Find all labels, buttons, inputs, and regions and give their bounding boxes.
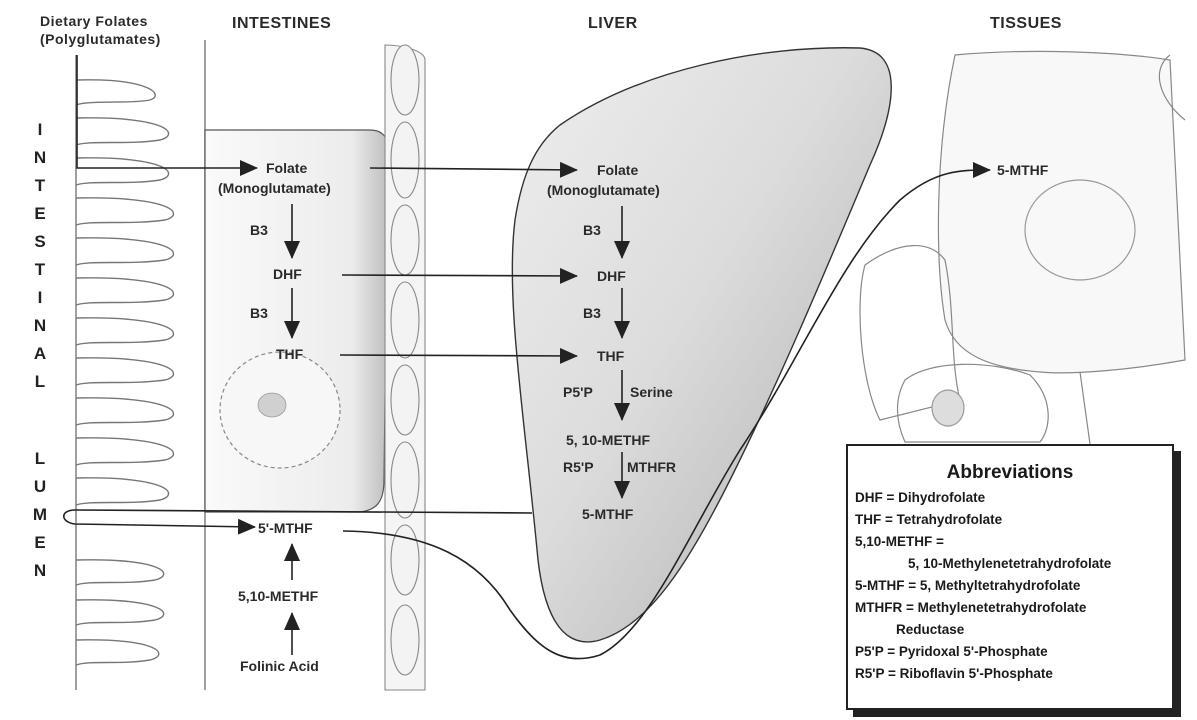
abbreviation-line: MTHFR = Methylenetetrahydrofolate — [855, 600, 1086, 615]
lumen-letter: U — [30, 477, 50, 497]
liver-5-10-methf-label: 5, 10-METHF — [566, 432, 650, 448]
intestine-thf-label: THF — [276, 346, 303, 362]
lumen-letter: L — [30, 449, 50, 469]
tissues-header: TISSUES — [990, 15, 1062, 33]
polyglutamates-label: (Polyglutamates) — [40, 31, 161, 47]
p5p-label: P5'P — [563, 384, 593, 400]
liver-folate-label: Folate — [597, 162, 638, 178]
intestine-folate-label: Folate — [266, 160, 307, 176]
folinic-acid-label: Folinic Acid — [240, 658, 319, 674]
intestine-monoglutamate-label: (Monoglutamate) — [218, 180, 331, 196]
liver-b3-label: B3 — [583, 305, 601, 321]
lumen-letter: N — [30, 316, 50, 336]
lumen-letter: E — [30, 533, 50, 553]
intestine-b3-label: B3 — [250, 222, 268, 238]
lumen-letter: M — [30, 505, 50, 525]
intestine-dhf-label: DHF — [273, 266, 302, 282]
intestinal-vessel — [385, 45, 425, 690]
lumen-letter: N — [30, 148, 50, 168]
liver-header: LIVER — [588, 15, 638, 33]
intestine-5-mthf-label: 5'-MTHF — [258, 520, 313, 536]
dietary-folates-label: Dietary Folates — [40, 13, 148, 29]
lumen-letter: A — [30, 344, 50, 364]
tissue-5-mthf-label: 5-MTHF — [997, 162, 1048, 178]
liver-b3-label: B3 — [583, 222, 601, 238]
intestine-b3-label: B3 — [250, 305, 268, 321]
intestines-header: INTESTINES — [232, 15, 331, 33]
liver-5-mthf-label: 5-MTHF — [582, 506, 633, 522]
mthfr-label: MTHFR — [627, 459, 676, 475]
serine-label: Serine — [630, 384, 673, 400]
r5p-label: R5'P — [563, 459, 594, 475]
abbreviation-line: 5,10-METHF = — [855, 534, 944, 549]
lumen-letter: I — [30, 288, 50, 308]
liver-thf-label: THF — [597, 348, 624, 364]
lumen-letter: L — [30, 372, 50, 392]
intestine-5-10-methf-label: 5,10-METHF — [238, 588, 318, 604]
abbreviations-box: Abbreviations DHF = Dihydrofolate THF = … — [846, 444, 1174, 710]
abbreviation-line: 5-MTHF = 5, Methyltetrahydrofolate — [855, 578, 1080, 593]
abbreviations-title: Abbreviations — [848, 462, 1172, 484]
lumen-letter: E — [30, 204, 50, 224]
abbreviation-line: R5'P = Riboflavin 5'-Phosphate — [855, 666, 1053, 681]
lumen-letter: S — [30, 232, 50, 252]
lumen-letter: N — [30, 561, 50, 581]
abbreviation-line: DHF = Dihydrofolate — [855, 490, 985, 505]
liver-dhf-label: DHF — [597, 268, 626, 284]
lumen-letter: T — [30, 260, 50, 280]
lumen-letter: T — [30, 176, 50, 196]
liver-monoglutamate-label: (Monoglutamate) — [547, 182, 660, 198]
intestine-dhf-to-liver-arrow — [342, 275, 577, 276]
lumen-letter: I — [30, 120, 50, 140]
abbreviation-line: P5'P = Pyridoxal 5'-Phosphate — [855, 644, 1048, 659]
abbreviation-line: THF = Tetrahydrofolate — [855, 512, 1002, 527]
tissue-cells — [860, 51, 1185, 444]
intestinal-villi — [76, 40, 205, 690]
liver-shape — [512, 48, 891, 642]
intestine-thf-to-liver-arrow — [340, 355, 577, 356]
abbreviation-line: 5, 10-Methylenetetrahydrofolate — [908, 556, 1111, 571]
abbreviation-line: Reductase — [896, 622, 964, 637]
